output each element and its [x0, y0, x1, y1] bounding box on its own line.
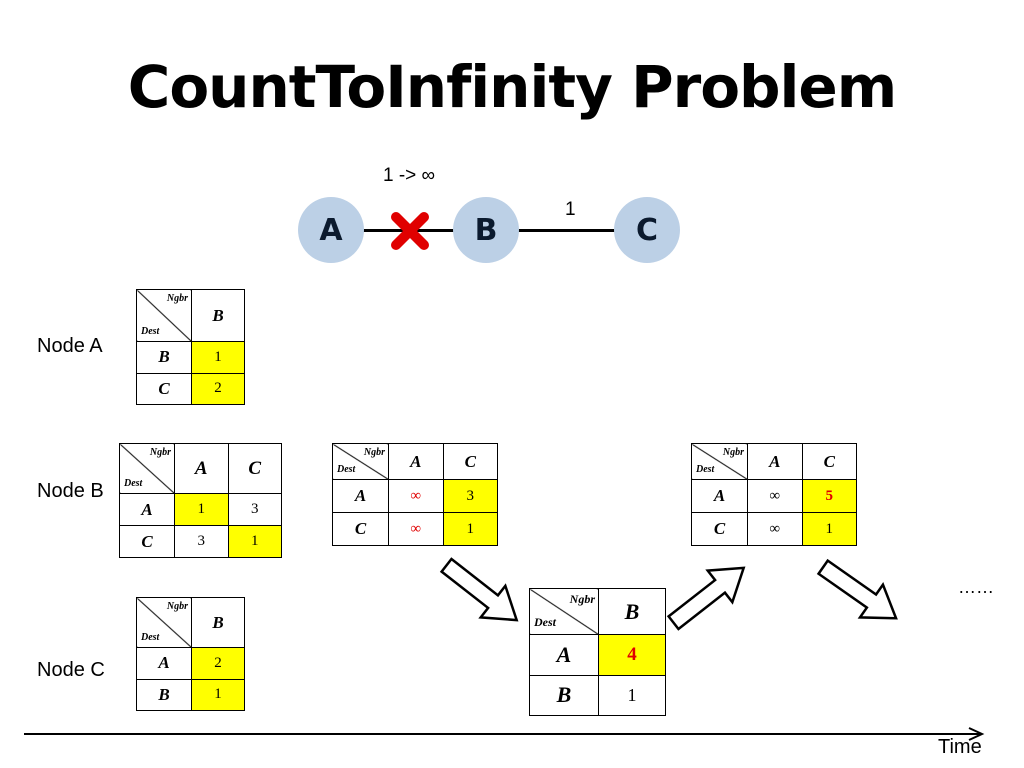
row-header: A: [691, 479, 748, 513]
table-cell: 3: [174, 525, 229, 558]
arrow-down-right-icon: [816, 558, 898, 620]
table-cell: 3: [442, 479, 498, 513]
row-header: C: [136, 372, 192, 405]
table-cell: 2: [191, 647, 245, 680]
link-bc-label: 1: [565, 199, 576, 220]
row-header: B: [529, 674, 599, 716]
table-cell: 2: [191, 372, 245, 405]
broken-link-x-icon: [391, 212, 429, 250]
row-header: A: [332, 479, 389, 513]
node-b-circle: B: [453, 197, 519, 263]
table-cell: ∞: [388, 512, 444, 546]
row-header: A: [119, 493, 175, 526]
col-header: A: [747, 443, 803, 480]
table-cell: 1: [598, 674, 666, 716]
time-axis-arrow: [24, 727, 985, 741]
table-cell: 1: [227, 525, 282, 558]
row-header: A: [529, 634, 599, 676]
node-c-label: Node C: [37, 659, 105, 681]
link-ab-label: 1 -> ∞: [383, 165, 436, 186]
time-label: Time: [938, 736, 982, 758]
table-cell: 1: [174, 493, 229, 526]
row-header: C: [691, 512, 748, 546]
col-header: C: [442, 443, 498, 480]
table-cell: 1: [442, 512, 498, 546]
col-header: C: [801, 443, 857, 480]
node-b-label: Node B: [37, 480, 104, 502]
col-header: A: [174, 443, 229, 494]
continuation-ellipsis: ……: [958, 577, 994, 597]
row-header: C: [332, 512, 389, 546]
table-cell: 4: [598, 634, 666, 676]
row-header: B: [136, 341, 192, 374]
col-header: A: [388, 443, 444, 480]
table-cell: 3: [227, 493, 282, 526]
table-cell: ∞: [747, 512, 803, 546]
col-header: B: [191, 289, 245, 342]
col-header: B: [191, 597, 245, 648]
node-a-circle: A: [298, 197, 364, 263]
table-cell: 5: [801, 479, 857, 513]
table-cell: 1: [801, 512, 857, 546]
node-c-circle: C: [614, 197, 680, 263]
table-cell: ∞: [747, 479, 803, 513]
col-header: B: [598, 588, 666, 635]
arrow-down-right-icon: [439, 557, 519, 622]
row-header: C: [119, 525, 175, 558]
node-a-label: Node A: [37, 335, 103, 357]
arrow-up-right-icon: [666, 566, 746, 631]
table-cell: ∞: [388, 479, 444, 513]
link-bc: [518, 229, 616, 232]
table-cell: 1: [191, 341, 245, 374]
col-header: C: [227, 443, 282, 494]
row-header: B: [136, 678, 192, 711]
table-cell: 1: [191, 678, 245, 711]
page-title: CountToInfinity Problem: [127, 53, 897, 121]
row-header: A: [136, 647, 192, 680]
